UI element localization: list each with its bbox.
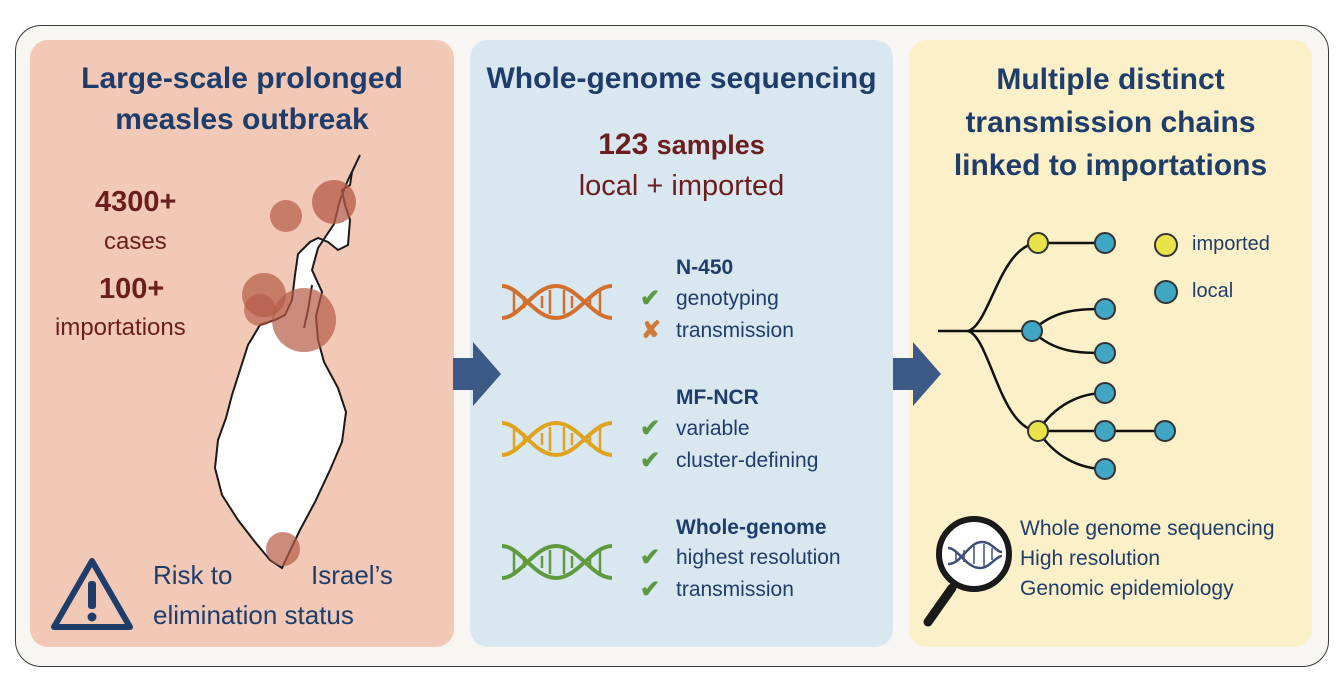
method-item: variable [676, 417, 750, 440]
legend-imported-swatch [1154, 233, 1178, 257]
importations-count: 100+ [99, 273, 165, 305]
legend-imported-label: imported [1192, 233, 1270, 255]
transmission-tree [938, 232, 1176, 480]
samples-word: samples [656, 130, 765, 160]
dna-icon [501, 543, 613, 581]
outbreak-title-line2: measles outbreak [115, 103, 369, 136]
method-name-mf-ncr: MF-NCR [676, 386, 759, 409]
method-item: cluster-defining [676, 449, 819, 472]
sequencing-title: Whole-genome sequencing [486, 62, 877, 95]
outbreak-title-line1: Large-scale prolonged [81, 62, 403, 95]
cases-count: 4300+ [95, 186, 177, 218]
summary-line-1: Whole genome sequencing [1020, 517, 1275, 540]
dna-icon [501, 420, 613, 458]
method-item: transmission [676, 319, 794, 342]
israel-map [213, 154, 361, 570]
samples-sub: local + imported [578, 170, 785, 202]
method-name-n450: N-450 [676, 256, 734, 279]
method-item: transmission [676, 578, 794, 601]
samples-count: 123 [598, 128, 649, 161]
magnifier-dna-icon [923, 516, 1012, 627]
chains-title-line2: transmission chains [965, 106, 1256, 139]
risk-text-line2: elimination status [153, 600, 354, 630]
panel-outbreak [30, 40, 454, 647]
method-item: genotyping [676, 287, 779, 310]
method-item: highest resolution [676, 546, 841, 569]
arrow-right-icon [893, 342, 941, 406]
summary-line-3: Genomic epidemiology [1020, 577, 1234, 600]
legend-local-label: local [1192, 280, 1234, 302]
legend-local-swatch [1154, 280, 1178, 304]
cross-icon: ✘ [641, 317, 662, 344]
check-icon: ✔ [640, 415, 661, 442]
warning-triangle-icon [51, 558, 133, 630]
arrow-right-icon [453, 342, 501, 406]
check-icon: ✔ [640, 447, 661, 474]
samples-line: 123 samples [470, 128, 893, 162]
method-name-whole-genome: Whole-genome [676, 516, 827, 539]
risk-text-a: Risk to [153, 560, 233, 590]
summary-line-2: High resolution [1020, 547, 1161, 570]
chains-title-line3: linked to importations [953, 149, 1268, 182]
check-icon: ✔ [640, 285, 661, 312]
check-icon: ✔ [640, 544, 661, 571]
check-icon: ✔ [640, 576, 661, 603]
dna-icon [501, 283, 613, 321]
risk-text-b: Israel’s [311, 560, 393, 590]
panel-sequencing [470, 40, 893, 647]
outbreak-title: Large-scale prolonged measles outbreak [30, 58, 454, 140]
chains-title-line1: Multiple distinct [996, 63, 1225, 96]
importations-label: importations [55, 314, 186, 341]
chains-title: Multiple distinct transmission chains li… [909, 58, 1312, 187]
cases-label: cases [104, 228, 167, 255]
